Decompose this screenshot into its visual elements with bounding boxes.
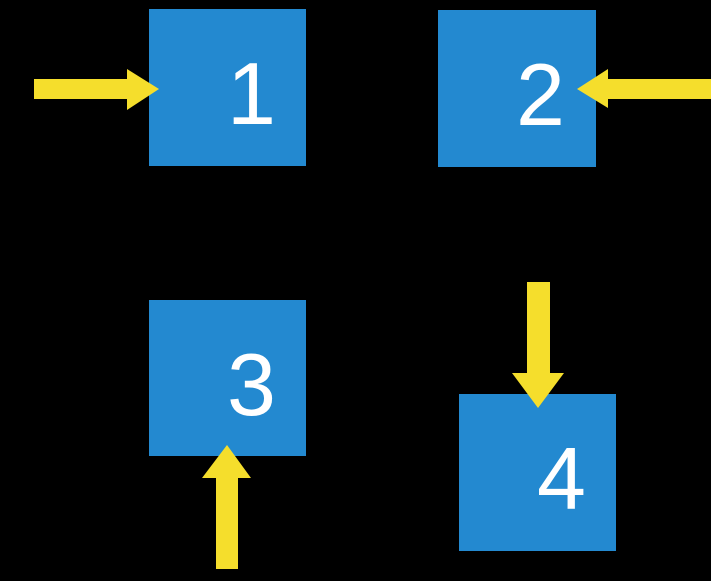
node-box-1[interactable]: 1 bbox=[149, 9, 306, 166]
arrow-left-shape bbox=[577, 69, 711, 108]
node-3-label: 3 bbox=[227, 335, 276, 434]
node-box-2[interactable]: 2 bbox=[438, 10, 596, 167]
node-box-4[interactable]: 4 bbox=[459, 394, 616, 551]
node-4-label: 4 bbox=[537, 429, 586, 528]
arrow-up-shape bbox=[202, 445, 251, 569]
arrow-down-shape bbox=[512, 282, 564, 408]
node-box-3[interactable]: 3 bbox=[149, 300, 306, 456]
arrow-right-shape bbox=[34, 69, 159, 110]
node-1-label: 1 bbox=[227, 44, 276, 143]
node-2-label: 2 bbox=[516, 45, 565, 144]
